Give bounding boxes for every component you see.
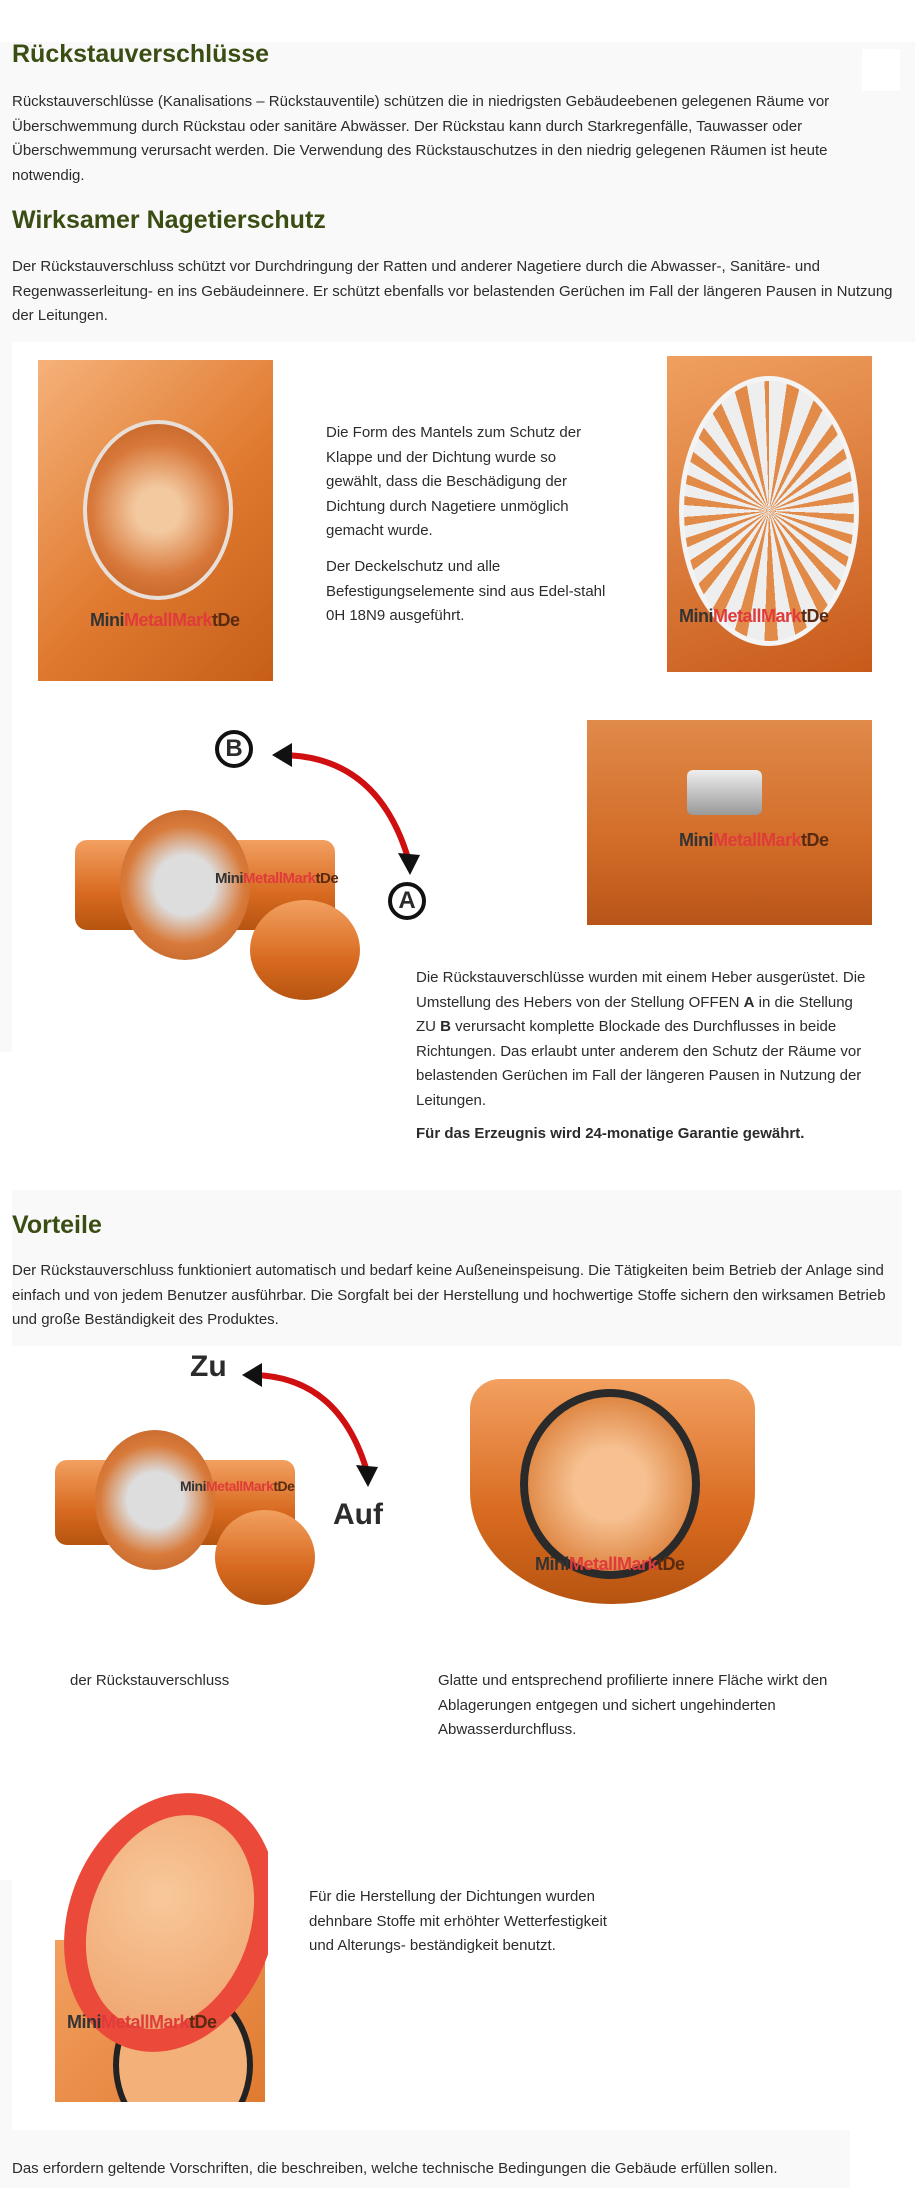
valve-outlet <box>250 900 360 1000</box>
valve-open-photo: MiniMetallMarktDe <box>38 360 273 681</box>
caption-left: der Rückstauverschluss <box>70 1672 230 1689</box>
heber-text: Die Rückstauverschlüsse wurden mit einem… <box>416 969 866 1109</box>
label-auf: Auf <box>333 1498 383 1531</box>
bolt-head <box>687 770 762 815</box>
cover-detail-photo: MiniMetallMarktDe <box>667 356 872 672</box>
watermark: MiniMetallMarktDe <box>90 610 240 630</box>
label-zu: Zu <box>190 1350 227 1383</box>
intro-text: Rückstauverschlüsse (Kanalisations – Rüc… <box>12 93 830 184</box>
stainless-cover <box>679 376 859 646</box>
watermark: MiniMetallMarktDe <box>679 830 829 850</box>
caption-right: Glatte und entsprechend profilierte inne… <box>438 1672 828 1738</box>
intro-background <box>0 42 915 342</box>
footer-background <box>0 2130 850 2188</box>
footer-text: Das erfordern geltende Vorschriften, die… <box>12 2160 778 2177</box>
curved-arrow-icon <box>272 743 420 875</box>
valve-housing <box>120 810 250 960</box>
watermark: MiniMetallMarktDe <box>679 606 829 626</box>
page-title: Rückstauverschlüsse <box>12 40 270 68</box>
mantel-text: Die Form des Mantels zum Schutz der Klap… <box>326 424 582 539</box>
nagetierschutz-text: Der Rückstauverschluss schützt vor Durch… <box>12 258 893 324</box>
deckel-text: Der Deckelschutz und alle Befestigungsel… <box>326 558 606 624</box>
vorteile-background <box>12 1190 902 1346</box>
vorteile-text: Der Rückstauverschluss funktioniert auto… <box>12 1262 886 1328</box>
lever-diagram: B A MiniMetallMarktDe <box>60 720 450 1020</box>
garantie-text: Für das Erzeugnis wird 24-monatige Garan… <box>416 1125 805 1142</box>
position-a-badge: A <box>388 882 426 920</box>
left-strip <box>0 342 12 1052</box>
pipe-opening <box>520 1389 700 1579</box>
left-strip-2 <box>0 1880 12 2130</box>
valve-cover <box>83 420 233 600</box>
watermark: MiniMetallMarktDe <box>180 1478 295 1494</box>
curved-arrow-icon <box>242 1363 378 1487</box>
section-title-nagetierschutz: Wirksamer Nagetierschutz <box>12 206 326 234</box>
seal-photo: MiniMetallMarktDe <box>53 1790 268 2102</box>
valve-housing <box>95 1430 215 1570</box>
bolt-photo: MiniMetallMarktDe <box>587 720 872 925</box>
dichtung-text: Für die Herstellung der Dichtungen wurde… <box>309 1888 607 1954</box>
zu-auf-diagram: Zu Auf MiniMetallMarktDe <box>50 1350 400 1610</box>
corner-box <box>862 49 900 91</box>
section-title-vorteile: Vorteile <box>12 1211 102 1239</box>
valve-outlet <box>215 1510 315 1605</box>
watermark: MiniMetallMarktDe <box>535 1554 685 1574</box>
watermark: MiniMetallMarktDe <box>215 870 339 887</box>
pipe-inner-photo: MiniMetallMarktDe <box>460 1374 765 1618</box>
watermark: MiniMetallMarktDe <box>67 2012 217 2032</box>
position-b-badge: B <box>215 730 253 768</box>
